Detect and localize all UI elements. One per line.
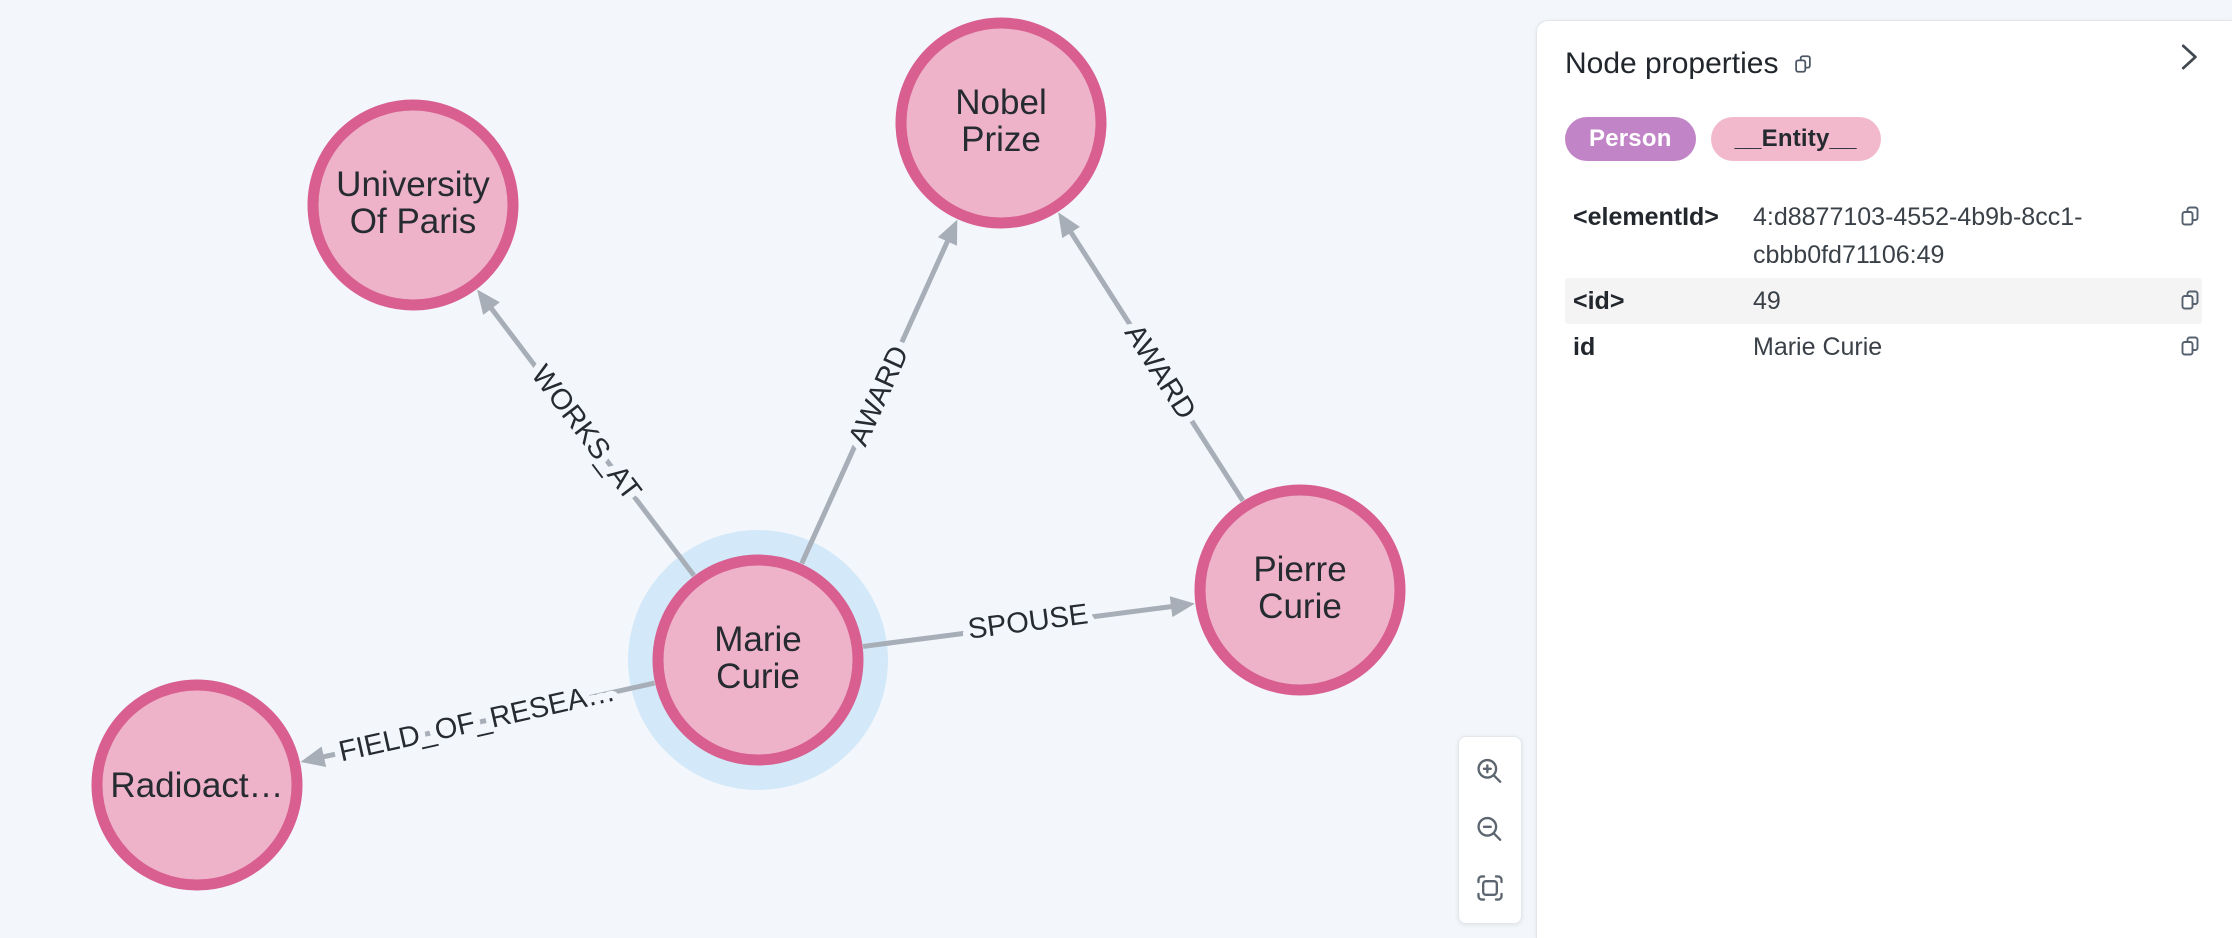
- zoom-toolbar: [1458, 736, 1522, 924]
- property-value: 4:d8877103-4552-4b9b-8cc1-cbbb0fd71106:4…: [1753, 203, 2083, 269]
- node-label-badge[interactable]: Person: [1565, 117, 1696, 161]
- edge-line[interactable]: [488, 305, 696, 578]
- relationship-label[interactable]: AWARD: [1111, 312, 1209, 432]
- edge-arrowhead: [477, 289, 500, 315]
- relationship-label[interactable]: FIELD_OF_RESEA…: [329, 669, 625, 776]
- property-row: <elementId> 4:d8877103-4552-4b9b-8cc1-cbb…: [1565, 194, 2202, 278]
- copy-icon: [2181, 290, 2199, 310]
- edge-line[interactable]: [862, 603, 1174, 649]
- edge-line[interactable]: [1067, 229, 1245, 503]
- edge-line[interactable]: [321, 680, 656, 760]
- relationship-label[interactable]: SPOUSE: [959, 591, 1097, 652]
- fit-to-screen-button[interactable]: [1464, 862, 1516, 914]
- relationship-edge-WORKS_AT[interactable]: [477, 289, 696, 578]
- zoom-in-icon: [1477, 758, 1502, 783]
- fit-to-screen-icon: [1477, 875, 1503, 901]
- property-key: id: [1573, 333, 1596, 361]
- property-value: 49: [1753, 287, 1781, 315]
- node-labels: Person __Entity__: [1565, 117, 2202, 161]
- property-row: <id> 49: [1565, 278, 2202, 324]
- graph-node-radioactivity[interactable]: Radioact…: [91, 679, 303, 891]
- node-circle[interactable]: [307, 99, 519, 311]
- relationship-edge-AWARD[interactable]: [799, 219, 958, 565]
- edge-arrowhead: [300, 746, 327, 767]
- property-row: id Marie Curie: [1565, 324, 2202, 370]
- graph-svg[interactable]: WORKS_AT AWARD AWARD SPOUSE FIELD_OF_RESEA… U…: [0, 0, 1536, 938]
- relationship-edge-FIELD_OF_RESEA…[interactable]: [300, 680, 656, 767]
- properties-table: <elementId> 4:d8877103-4552-4b9b-8cc1-cbb…: [1565, 194, 2202, 370]
- property-key: <id>: [1573, 287, 1625, 315]
- copy-icon: [1795, 55, 1812, 73]
- node-caption: Radioact…: [110, 766, 283, 805]
- collapse-panel-button[interactable]: [2170, 39, 2206, 78]
- edge-line[interactable]: [799, 238, 951, 565]
- node-circle[interactable]: [895, 17, 1107, 229]
- relationship-edge-SPOUSE[interactable]: [862, 596, 1195, 649]
- zoom-in-button[interactable]: [1464, 746, 1516, 798]
- node-circle[interactable]: [1194, 484, 1406, 696]
- relationship-label[interactable]: WORKS_AT: [518, 352, 655, 513]
- edge-arrowhead: [937, 219, 958, 246]
- graph-canvas[interactable]: WORKS_AT AWARD AWARD SPOUSE FIELD_OF_RESEA… U…: [0, 0, 1536, 938]
- copy-property-button[interactable]: [2178, 204, 2202, 228]
- copy-all-properties-button[interactable]: [1792, 53, 1814, 75]
- node-circle[interactable]: [652, 554, 864, 766]
- node-label-badge[interactable]: __Entity__: [1710, 117, 1881, 161]
- property-key: <elementId>: [1573, 203, 1719, 231]
- edge-arrowhead: [1058, 212, 1080, 239]
- node-circle[interactable]: [91, 679, 303, 891]
- zoom-out-icon: [1477, 816, 1502, 841]
- chevron-right-icon: [2181, 44, 2197, 70]
- node-properties-panel: Node properties Person __Entity__ <elemen…: [1536, 20, 2232, 938]
- panel-header: Node properties: [1565, 44, 2202, 81]
- panel-title: Node properties: [1565, 47, 1779, 80]
- edge-arrowhead: [1169, 596, 1195, 618]
- zoom-out-button[interactable]: [1464, 804, 1516, 856]
- copy-property-button[interactable]: [2178, 334, 2202, 358]
- copy-icon: [2181, 206, 2199, 226]
- relationship-edge-AWARD[interactable]: [1058, 212, 1245, 503]
- copy-icon: [2181, 336, 2199, 356]
- relationship-label[interactable]: AWARD: [836, 334, 923, 458]
- copy-property-button[interactable]: [2178, 288, 2202, 312]
- property-value: Marie Curie: [1753, 333, 1883, 361]
